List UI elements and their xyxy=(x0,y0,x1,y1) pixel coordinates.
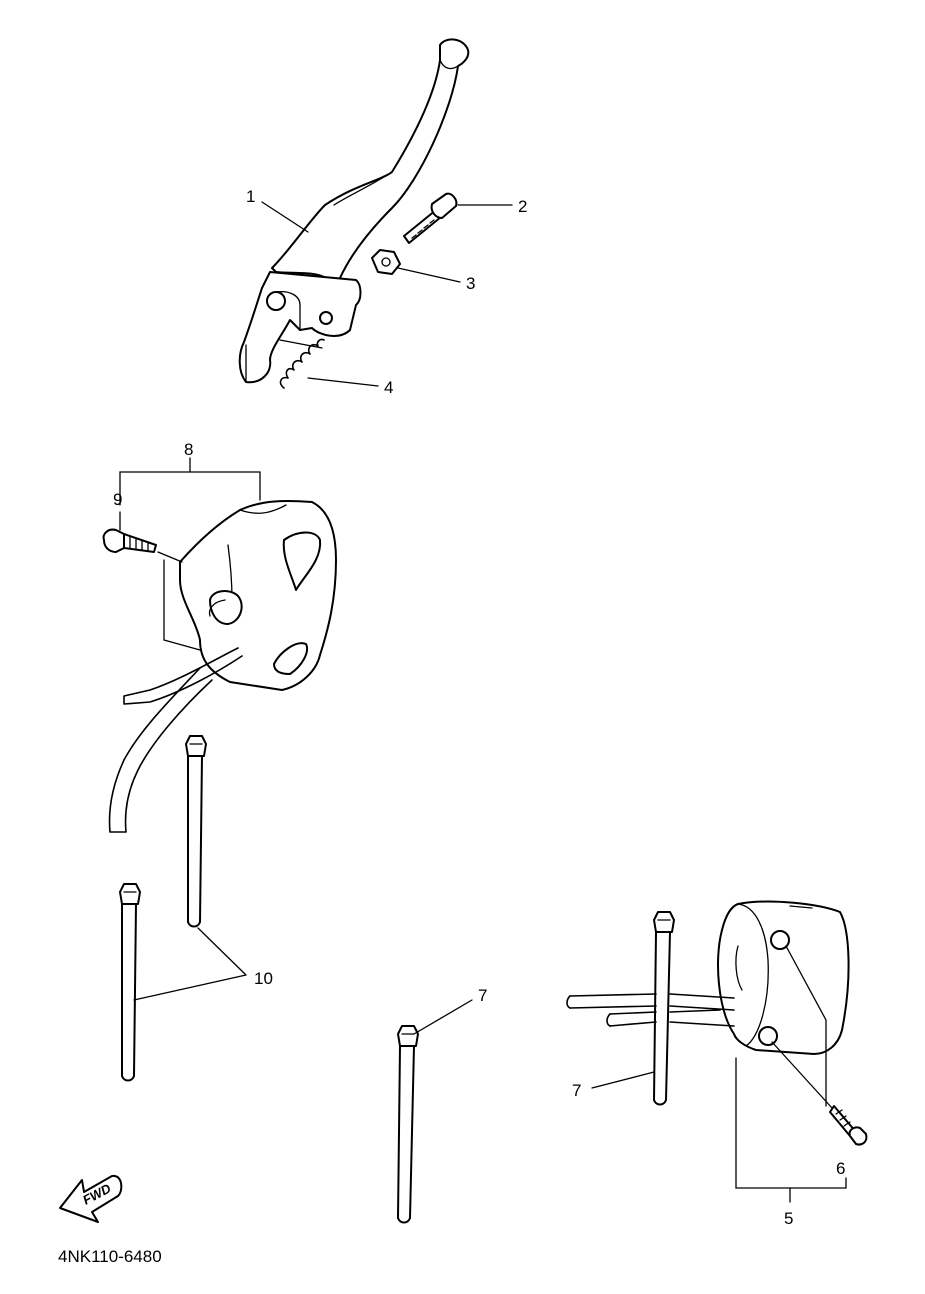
cable-tie-left-upper xyxy=(185,735,207,928)
cable-tie-right xyxy=(653,911,675,1106)
leader-line-10 xyxy=(133,927,247,1001)
callout-1: 1 xyxy=(246,187,255,206)
lever-pivot-bolt xyxy=(403,192,458,244)
assembly-line-6-lower xyxy=(771,1041,833,1109)
left-switch-wire xyxy=(108,647,243,833)
bracket-line-5 xyxy=(735,1057,847,1189)
leader-line-4 xyxy=(307,377,379,387)
lever-spring xyxy=(279,338,325,389)
callout-2: 2 xyxy=(518,197,527,216)
cable-tie-center xyxy=(397,1025,419,1224)
assembly-dash-line-8 xyxy=(157,551,201,651)
leader-line-3 xyxy=(397,267,461,283)
callout-7-center: 7 xyxy=(478,986,487,1005)
leader-line-7b xyxy=(591,1071,655,1089)
part-code: 4NK110-6480 xyxy=(58,1247,162,1266)
callout-6: 6 xyxy=(836,1159,845,1178)
callout-8: 8 xyxy=(184,440,193,459)
bracket-line-8 xyxy=(119,471,261,506)
callout-5: 5 xyxy=(784,1209,793,1228)
cable-tie-left-lower xyxy=(119,883,141,1082)
leader-line-7a xyxy=(413,999,473,1035)
callout-9: 9 xyxy=(113,490,122,509)
callout-3: 3 xyxy=(466,274,475,293)
callout-7-right: 7 xyxy=(572,1081,581,1100)
assembly-line-6-upper xyxy=(785,945,827,1107)
right-switch-wires xyxy=(566,993,735,1027)
left-handlebar-switch xyxy=(179,499,337,691)
fwd-arrow-icon xyxy=(59,1174,123,1223)
lever-nut xyxy=(371,249,401,275)
callout-10: 10 xyxy=(254,969,273,988)
leader-line-1 xyxy=(261,201,309,233)
right-handlebar-switch xyxy=(717,900,850,1055)
right-switch-screw xyxy=(829,1105,868,1146)
lever-part xyxy=(238,38,470,384)
callout-4: 4 xyxy=(384,378,393,397)
switch-screw xyxy=(102,528,157,553)
